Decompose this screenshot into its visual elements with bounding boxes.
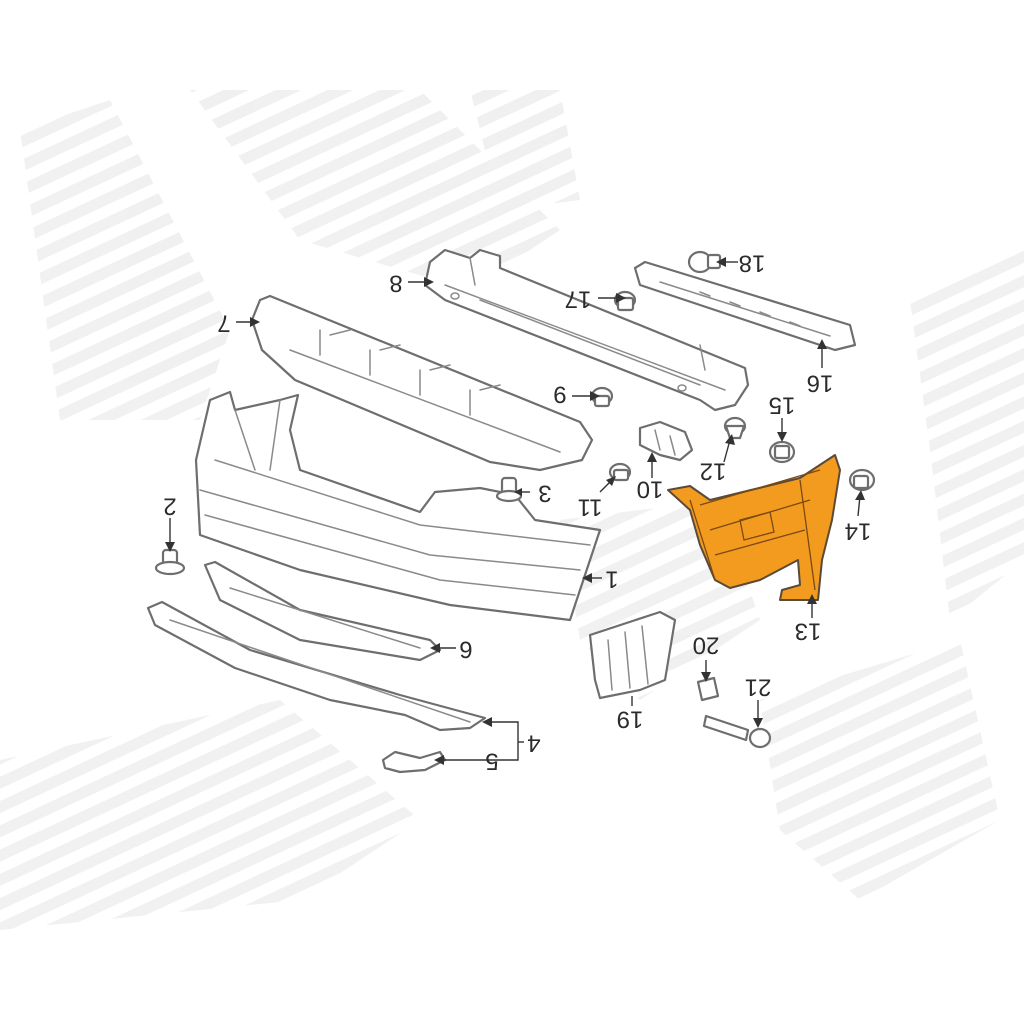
callout-2: 2 [163,493,176,520]
callout-9: 9 [553,381,566,408]
part-5-bracket [381,750,447,774]
leader-lines [165,257,865,765]
part-9-bolt [590,386,614,408]
part-1-bumper-cover [194,390,602,622]
part-7-energy-absorber [250,294,594,472]
part-2-push-pin [154,548,186,576]
callout-19: 19 [617,706,644,733]
part-18-bolt [687,250,722,274]
part-11-bolt [608,462,632,482]
part-15-nut [768,440,796,464]
part-14-nut [848,468,876,492]
callout-20: 20 [693,632,720,659]
callout-8: 8 [389,270,402,297]
callout-10: 10 [637,476,664,503]
part-3-push-pin [495,476,523,503]
callout-17: 17 [565,286,592,313]
callout-15: 15 [769,392,796,419]
part-12-clip [723,416,747,440]
part-19-shield [588,610,677,700]
callout-4: 4 [527,730,540,757]
callout-11: 11 [578,494,603,521]
callout-labels: 18 17 8 7 16 9 15 12 10 11 14 13 3 2 1 6… [163,250,871,775]
part-8-reinforcement-beam [423,248,750,412]
callout-6: 6 [459,636,472,663]
part-10-bracket [638,420,694,462]
watermark [0,90,1024,930]
part-16-upper-strip [633,260,857,352]
callout-14: 14 [845,518,872,545]
callout-12: 12 [700,458,727,485]
callout-7: 7 [217,310,230,337]
callout-13: 13 [795,618,822,645]
part-21-bolt [702,714,772,749]
callout-21: 21 [745,674,772,701]
callout-16: 16 [807,370,834,397]
part-4-lower-valance [146,600,487,732]
callout-1: 1 [605,566,618,593]
callout-5: 5 [485,748,498,775]
part-13-side-bracket [667,454,841,601]
callout-18: 18 [739,250,766,277]
callout-3: 3 [538,480,551,507]
part-20-clip [696,676,720,702]
